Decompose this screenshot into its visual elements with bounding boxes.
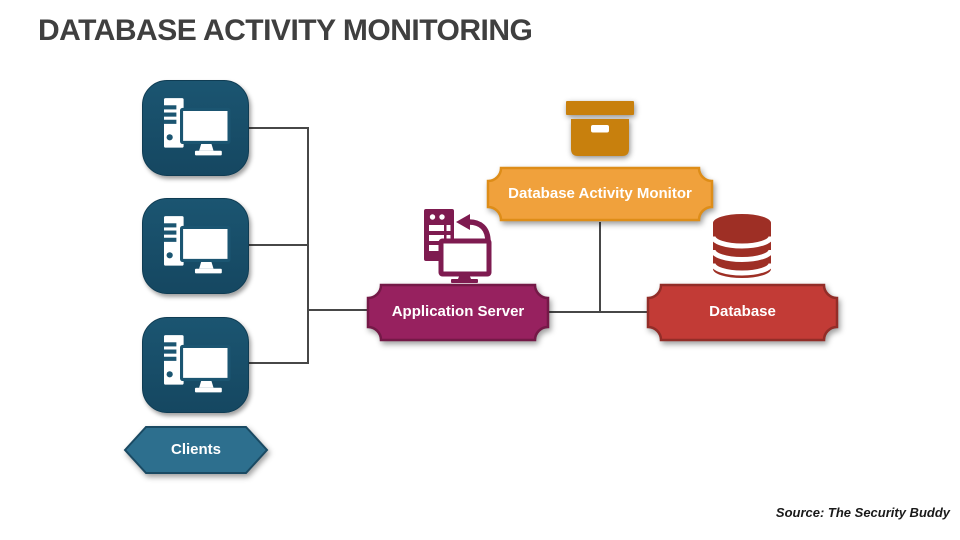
dam-node-shape (486, 166, 714, 222)
slide-title: DATABASE ACTIVITY MONITORING (38, 14, 533, 47)
client-computer-icon (142, 317, 249, 413)
clients-hexagon-shape (123, 426, 269, 474)
database-cylinder-icon (713, 214, 771, 278)
source-credit: Source: The Security Buddy (775, 505, 950, 520)
desktop-computer-icon (163, 98, 231, 156)
client-computer-icon (142, 198, 249, 294)
client-computer-icon (142, 80, 249, 176)
desktop-computer-icon (163, 216, 231, 274)
desktop-computer-icon (163, 335, 231, 393)
archive-box-icon (566, 101, 634, 156)
database-node-shape (646, 283, 839, 342)
server-sync-icon (424, 209, 492, 283)
application-server-node-shape (366, 283, 550, 342)
